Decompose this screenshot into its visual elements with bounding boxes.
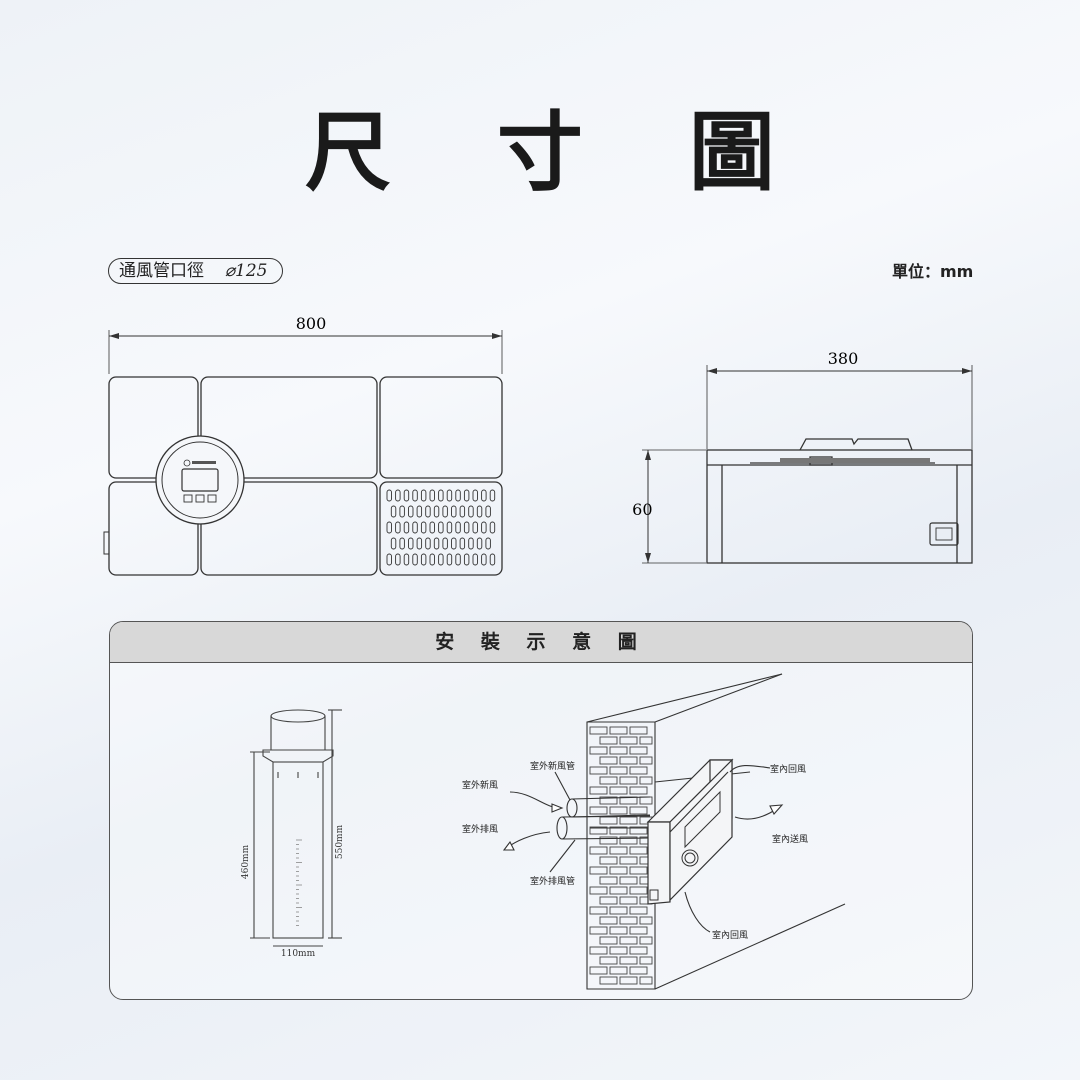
duct-diameter-value: ⌀125	[224, 261, 268, 281]
install-diagram: 460mm 550mm 110mm	[241, 673, 846, 990]
duct-diameter-label: 通風管口徑	[119, 261, 204, 281]
front-width-dim: 800	[296, 314, 327, 333]
display-screen	[181, 468, 219, 492]
label-outdoor-fresh-pipe: 室外新風管	[530, 760, 575, 772]
unit-label: 單位：mm	[892, 262, 974, 281]
brick-wall	[586, 673, 846, 990]
pipe-inner-height-dim: 460mm	[241, 844, 251, 879]
install-diagram-header: 安 裝 示 意 圖	[110, 622, 972, 663]
label-outdoor-fresh-air: 室外新風	[462, 779, 498, 791]
vent-grille	[386, 489, 496, 566]
pipe-diameter-dim: 110mm	[281, 949, 316, 959]
brand-logo-icon	[183, 459, 191, 467]
side-view-drawing: 380 160	[630, 349, 973, 564]
label-outdoor-exhaust-pipe: 室外排風管	[530, 875, 575, 887]
install-diagram-panel: 安 裝 示 意 圖 460mm 550mm 110mm	[109, 621, 973, 1000]
label-indoor-return-bottom: 室內回風	[712, 929, 748, 941]
pipe-outer-height-dim: 550mm	[335, 824, 345, 859]
label-indoor-return-top: 室內回風	[770, 763, 806, 775]
label-outdoor-exhaust-air: 室外排風	[462, 823, 498, 835]
duct-diameter-badge: 通風管口徑 ⌀125	[108, 258, 283, 284]
label-indoor-supply: 室內送風	[772, 833, 808, 845]
side-width-dim: 380	[828, 349, 859, 368]
side-height-dim: 160	[630, 500, 653, 519]
pipe-drawing	[250, 709, 342, 947]
front-view-drawing: 800	[103, 314, 503, 576]
power-socket-icon	[929, 522, 959, 546]
page-title: 尺 寸 圖	[305, 103, 813, 203]
